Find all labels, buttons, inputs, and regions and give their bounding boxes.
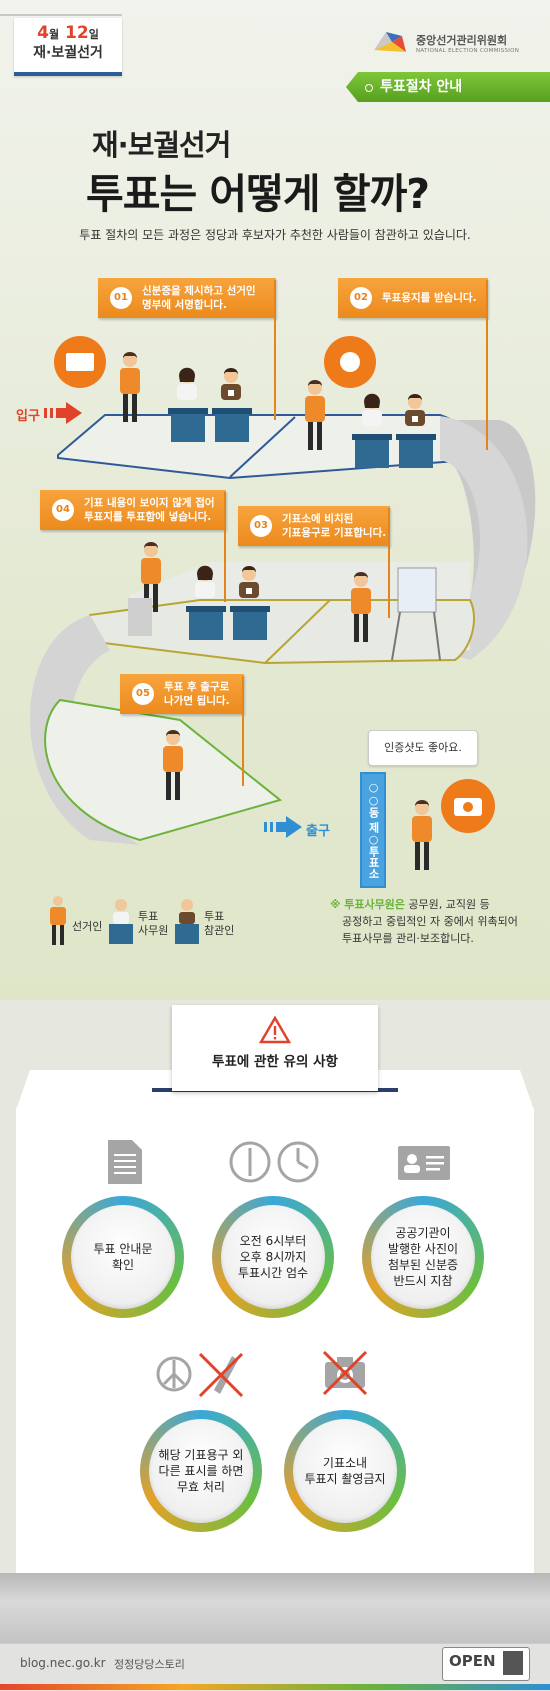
section-ribbon	[346, 72, 550, 102]
warning-icon	[259, 1016, 291, 1044]
date-label: 재·보궐선거	[33, 45, 103, 61]
entrance-label: 입구	[16, 409, 40, 424]
footer-blog-link[interactable]: blog.nec.go.kr	[20, 1656, 106, 1670]
camera-prohibited-icon	[322, 1350, 368, 1396]
subtitle: 투표 절차의 모든 과정은 정당과 후보자가 추천한 사람들이 참관하고 있습니…	[79, 228, 471, 242]
polling-station-sign: ○○동 제○투표소	[360, 772, 386, 888]
date-tag: 4월 12일 재·보궐선거	[14, 18, 122, 76]
caution-title: 투표에 관한 유의 사항	[212, 1054, 338, 1070]
ribbon-label: 투표절차 안내	[380, 79, 463, 95]
open-license-person-icon	[503, 1651, 523, 1675]
entrance-arrow-icon	[44, 402, 82, 424]
footer-story-label: 정정당당스토리	[114, 1658, 185, 1671]
ribbon-bullet-icon	[365, 84, 373, 92]
open-license-badge: OPEN	[442, 1647, 530, 1681]
title-line-2: 투표는 어떻게 할까?	[86, 170, 430, 218]
speech-bubble: 인증샷도 좋아요.	[368, 730, 478, 766]
pen-prohibited-icon	[156, 1352, 244, 1398]
step-03-pole	[388, 508, 390, 618]
open-license-text: OPEN	[449, 1652, 496, 1670]
step-05-pole	[242, 676, 244, 786]
clock-icon	[229, 1141, 319, 1183]
step-02-flag: 02 투표용지를 받습니다.	[338, 278, 488, 318]
ballot-box-body	[16, 1108, 534, 1573]
title-line-1: 재·보궐선거	[92, 128, 231, 162]
footer-color-stripe	[0, 1684, 550, 1690]
nec-logo: 중앙선거관리위원회 NATIONAL ELECTION COMMISSION	[372, 28, 542, 64]
legend-observer-icon	[175, 899, 199, 944]
step-02-pole	[486, 280, 488, 450]
voting-path-illustration	[30, 414, 536, 845]
exit-label: 출구	[306, 824, 330, 839]
people-illustration	[54, 336, 495, 870]
exit-arrow-icon	[264, 816, 302, 838]
step-04-pole	[224, 492, 226, 602]
document-icon	[108, 1140, 142, 1184]
logo-korean: 중앙선거관리위원회	[416, 34, 508, 47]
legend-voter-label: 선거인	[72, 920, 103, 933]
step-01-pole	[274, 280, 276, 420]
id-card-icon	[398, 1146, 450, 1180]
top-line	[0, 14, 122, 16]
legend-clerk-icon	[109, 899, 133, 944]
legend-voter-icon	[50, 896, 66, 945]
ballot-box-base	[0, 1573, 550, 1643]
clerk-note: ※ 투표사무원은 공무원, 교직원 등 공정하고 중립적인 자 중에서 위촉되어…	[330, 898, 518, 945]
logo-english: NATIONAL ELECTION COMMISSION	[416, 48, 520, 54]
nec-logo-mark-icon	[374, 32, 406, 52]
